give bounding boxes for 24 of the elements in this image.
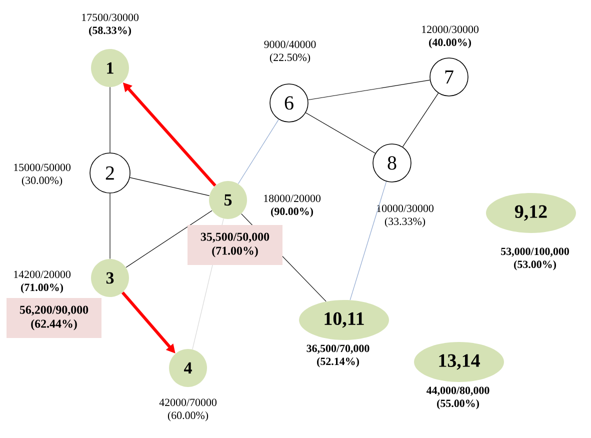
- connector-line: [305, 112, 376, 154]
- node-value: 9000/40000 (22.50%): [264, 40, 316, 64]
- summary-box: 35,500/50,000 (71.00%): [188, 224, 282, 265]
- node-value: 44,000/80,000 (55.00%): [426, 386, 490, 410]
- node-value: 18000/20000 (90.00%): [264, 194, 320, 218]
- node-ball: 5: [209, 180, 247, 219]
- connector-line: [402, 92, 439, 148]
- connector-line: [130, 177, 210, 196]
- node-value: 53,000/100,000 (53.00%): [501, 248, 569, 270]
- connector-line: [238, 119, 279, 184]
- node-value: 42000/70000 (60.00%): [159, 398, 216, 422]
- node-ball: 3: [91, 258, 129, 297]
- summary-box: 56,200/90,000 (62.44%): [6, 298, 102, 338]
- connector-line: [126, 210, 212, 268]
- node-ball: 1: [91, 49, 129, 87]
- node-value: 36,500/70,000 (52.14%): [306, 344, 370, 368]
- node-value: 12000/30000 (40.00%): [422, 26, 478, 48]
- connector-line: [350, 181, 387, 300]
- connector-line: [308, 80, 430, 100]
- node-value: 14200/20000 (71.00%): [14, 270, 70, 294]
- node-value: 10000/30000 (33.33%): [377, 204, 434, 228]
- node-value: 17500/30000 (58.33%): [82, 14, 138, 36]
- node-value: 15000/50000 (30.00%): [14, 164, 70, 186]
- node-ball: 4: [169, 348, 207, 387]
